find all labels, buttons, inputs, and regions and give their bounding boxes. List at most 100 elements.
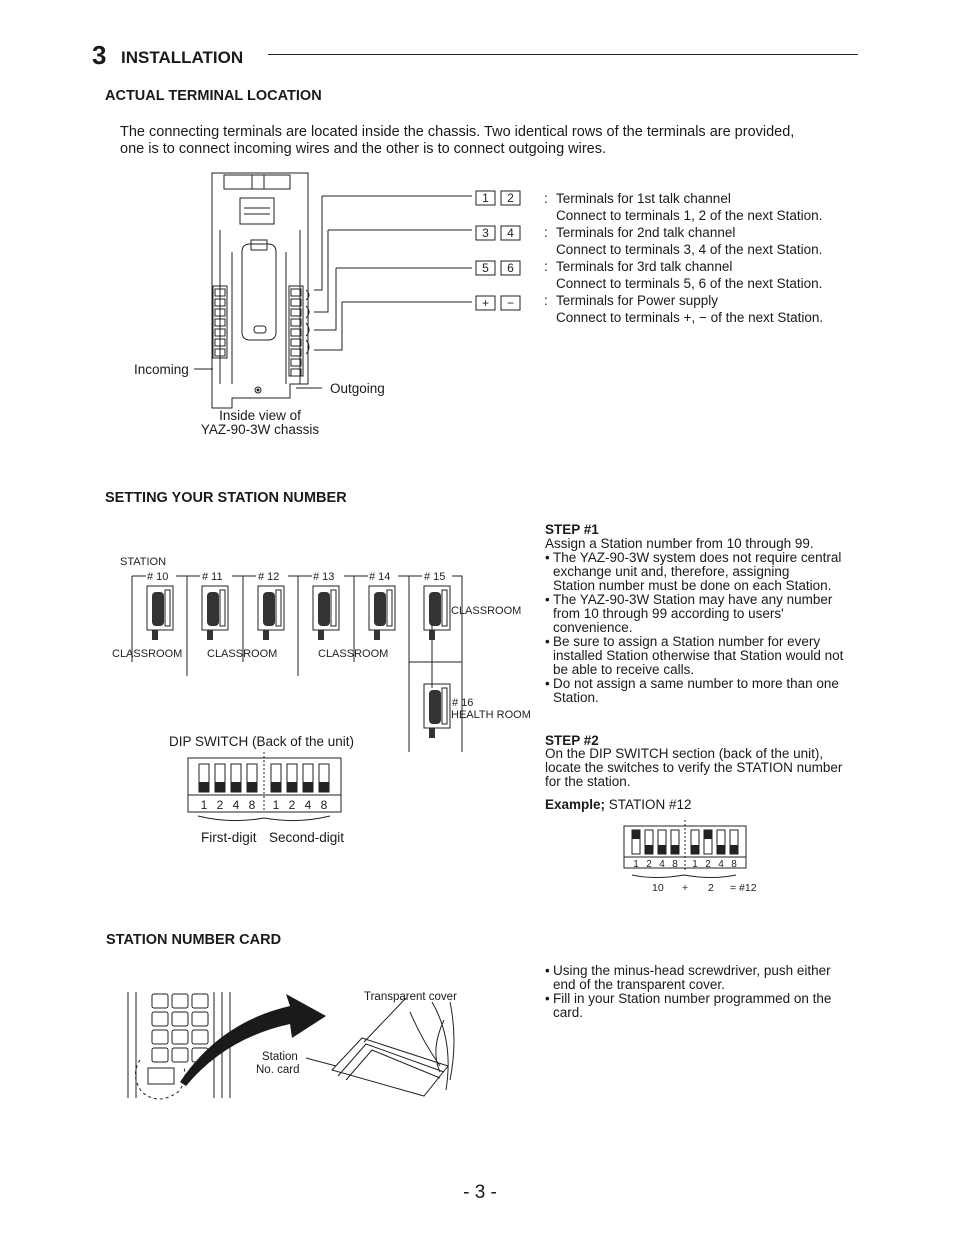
station-unit-10 — [146, 585, 174, 640]
station-card-label-line2: No. card — [256, 1064, 300, 1076]
leader-power — [314, 301, 472, 351]
chassis-window — [239, 197, 275, 225]
terminal-box-2: 2 — [507, 191, 514, 205]
svg-text:2: 2 — [646, 859, 652, 870]
intercom-units — [146, 585, 451, 738]
terminal-paragraph-line1: The connecting terminals are located ins… — [120, 124, 795, 140]
svg-text:8: 8 — [321, 798, 328, 812]
incoming-label: Incoming — [134, 362, 189, 377]
transparent-cover-label: Transparent cover — [364, 991, 457, 1003]
chassis-top-bar — [223, 174, 291, 190]
chassis-outline — [211, 172, 309, 409]
terminal-location-heading: ACTUAL TERMINAL LOCATION — [105, 88, 322, 104]
step2-title: STEP #2 — [545, 733, 599, 748]
step1-bullet-1: The YAZ-90-3W system does not require ce… — [545, 551, 875, 593]
example-line: Example; STATION #12 — [545, 798, 692, 812]
classroom-label-2: CLASSROOM — [207, 648, 277, 660]
svg-text:1: 1 — [633, 859, 639, 870]
example-dip-levers — [631, 829, 739, 855]
terminal-box-minus: − — [507, 296, 514, 310]
svg-text:2: 2 — [217, 798, 224, 812]
card-bullets: Using the minus-head screwdriver, push e… — [545, 964, 885, 1020]
terminal-desc-3: :Terminals for 3rd talk channel Connect … — [544, 259, 823, 291]
card-bullet-2: Fill in your Station number programmed o… — [545, 992, 885, 1020]
section-rule — [268, 54, 858, 55]
svg-text:4: 4 — [718, 859, 724, 870]
outgoing-label: Outgoing — [330, 381, 385, 396]
terminal-paragraph-line2: one is to connect incoming wires and the… — [120, 141, 607, 157]
terminal-box-1: 1 — [482, 191, 489, 205]
terminal-desc-2: :Terminals for 2nd talk channel Connect … — [544, 225, 823, 257]
svg-text:4: 4 — [233, 798, 240, 812]
classroom-label-right: CLASSROOM — [451, 605, 521, 617]
terminal-box-5: 5 — [482, 261, 489, 275]
section-title: INSTALLATION — [121, 48, 244, 67]
example-dip-switch: 1 2 4 8 1 2 4 8 10 + 2 = #12 — [623, 820, 757, 894]
card-bullet-1: Using the minus-head screwdriver, push e… — [545, 964, 885, 992]
terminal-box-6: 6 — [507, 261, 514, 275]
chassis-screw — [254, 386, 262, 394]
terminal-box-plus: + — [482, 296, 489, 310]
classroom-label-1: CLASSROOM — [112, 648, 182, 660]
dip-switch-diagram: 1 2 4 8 1 2 4 8 — [187, 752, 342, 822]
example-second-value: 2 — [708, 882, 714, 894]
handset-slot — [241, 243, 277, 341]
station-card-diagram — [127, 992, 455, 1100]
svg-text:4: 4 — [659, 859, 665, 870]
station-10-label: # 10 — [147, 571, 168, 583]
svg-text:8: 8 — [672, 859, 678, 870]
svg-text:2: 2 — [705, 859, 711, 870]
leader-1-2 — [314, 195, 472, 291]
station-wiring-diagram: STATION # 10 # 11 # 12 # 13 # 14 # 15 CL… — [112, 556, 531, 752]
station-unit-11 — [201, 585, 229, 640]
station-12-label: # 12 — [258, 571, 279, 583]
station-number-heading: SETTING YOUR STATION NUMBER — [105, 490, 347, 506]
example-plus: + — [682, 882, 688, 894]
station-14-label: # 14 — [369, 571, 390, 583]
station-unit-16 — [423, 683, 451, 738]
chassis-caption-line2: YAZ-90-3W chassis — [200, 422, 320, 437]
step1-bullet-4: Do not assign a same number to more than… — [545, 677, 875, 705]
step1-bullet-2: The YAZ-90-3W Station may have any numbe… — [545, 593, 875, 635]
dip-switch-levers — [198, 763, 330, 793]
insert-arrow-icon — [180, 994, 326, 1086]
leader-5-6 — [314, 267, 472, 331]
leader-3-4 — [314, 229, 472, 313]
step1-bullets: The YAZ-90-3W system does not require ce… — [545, 551, 875, 705]
station-unit-13 — [312, 585, 340, 640]
station-unit-14 — [368, 585, 396, 640]
terminal-desc-1: :Terminals for 1st talk channel Connect … — [544, 191, 823, 223]
svg-text:1: 1 — [692, 859, 698, 870]
step1-bullet-3: Be sure to assign a Station number for e… — [545, 635, 875, 677]
example-label: Example; — [545, 797, 606, 812]
terminal-box-4: 4 — [507, 226, 514, 240]
station-card-slot — [147, 1067, 175, 1085]
station-unit-15 — [423, 585, 451, 640]
svg-text:8: 8 — [249, 798, 256, 812]
example-first-value: 10 — [652, 882, 664, 894]
station-15-label: # 15 — [424, 571, 445, 583]
keypad-buttons — [151, 993, 209, 1063]
chassis-caption-line1: Inside view of — [219, 408, 301, 423]
classroom-label-3: CLASSROOM — [318, 648, 388, 660]
section-number: 3 — [92, 40, 107, 70]
station-label: STATION — [120, 556, 166, 568]
first-digit-label: First-digit — [201, 830, 257, 845]
station-11-label: # 11 — [202, 571, 223, 583]
station-unit-12 — [257, 585, 285, 640]
step2-line3: for the station. — [545, 774, 631, 789]
incoming-terminal-row — [212, 285, 228, 359]
svg-text:2: 2 — [289, 798, 296, 812]
terminal-box-3: 3 — [482, 226, 489, 240]
step1-intro: Assign a Station number from 10 through … — [545, 536, 814, 551]
step1-title: STEP #1 — [545, 522, 599, 537]
dip-switch-title: DIP SWITCH (Back of the unit) — [169, 734, 355, 749]
health-room-label: HEALTH ROOM — [451, 709, 531, 721]
svg-text:1: 1 — [273, 798, 280, 812]
card-heading: STATION NUMBER CARD — [106, 932, 282, 948]
svg-text:8: 8 — [731, 859, 737, 870]
terminal-desc-4: :Terminals for Power supply Connect to t… — [544, 293, 824, 325]
station-16-label: # 16 — [452, 697, 473, 709]
svg-text:1: 1 — [201, 798, 208, 812]
outgoing-terminal-row — [288, 285, 304, 377]
